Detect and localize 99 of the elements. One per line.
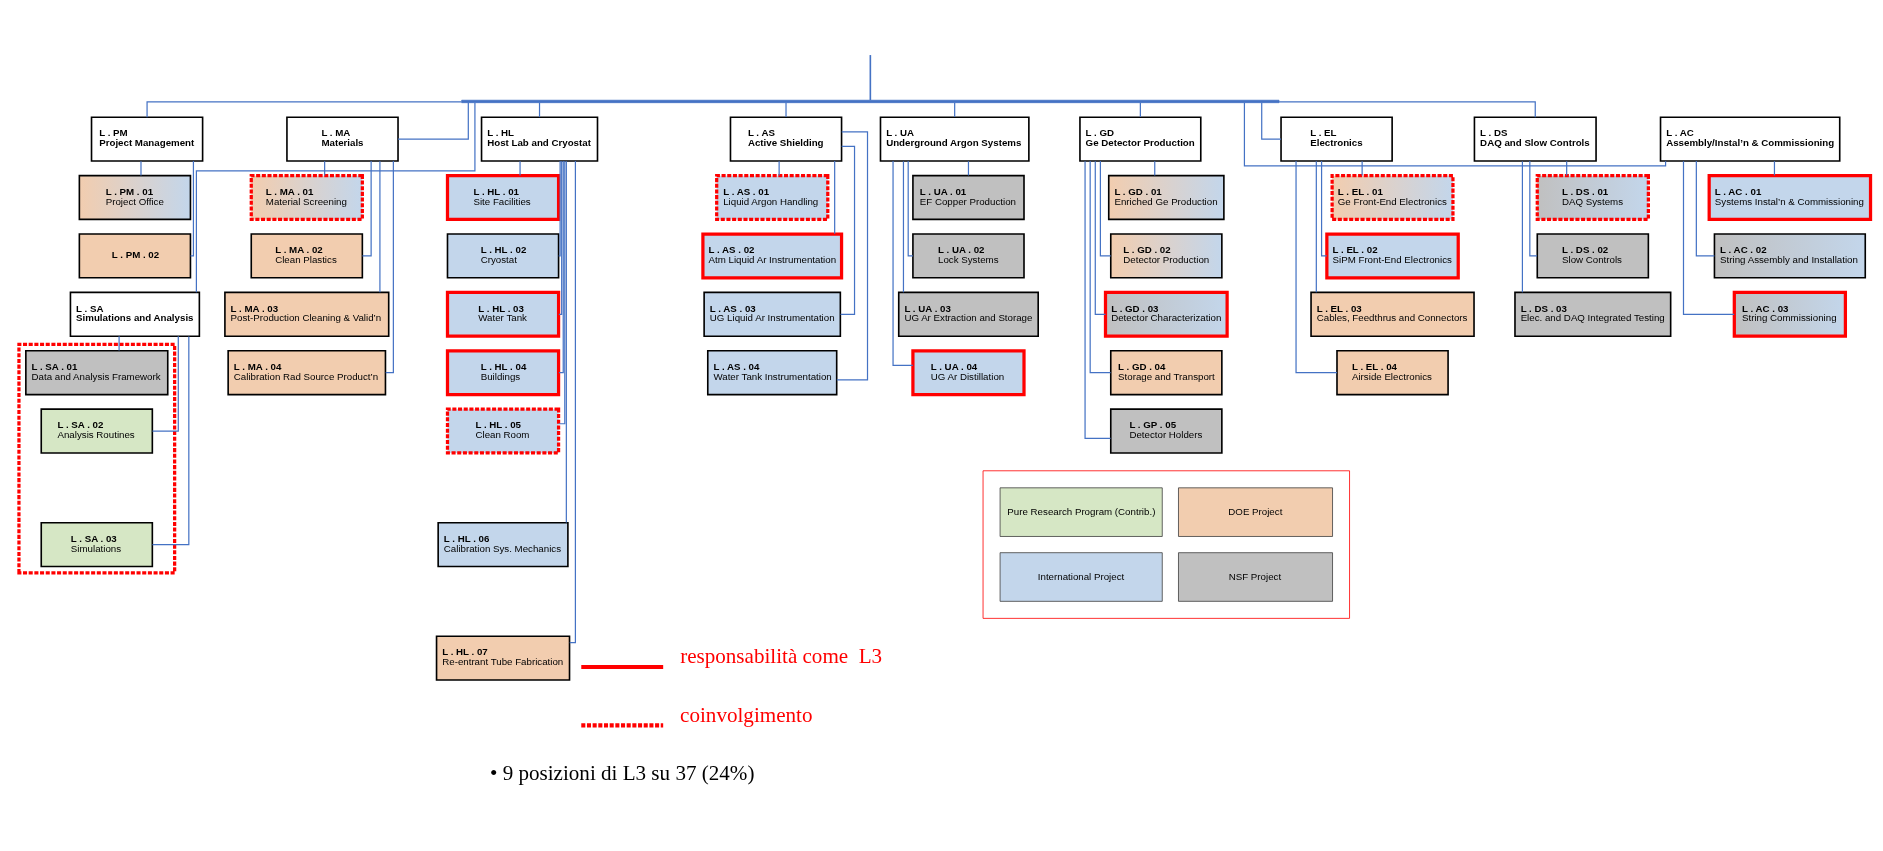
connector bbox=[558, 160, 566, 425]
connector bbox=[558, 160, 561, 257]
connector bbox=[1529, 160, 1538, 257]
connector bbox=[1089, 160, 1112, 374]
node-box: L . SA Simulations and Analysis bbox=[69, 291, 201, 337]
connector bbox=[361, 160, 372, 257]
connector bbox=[1521, 160, 1523, 293]
connector bbox=[1682, 160, 1735, 315]
connector bbox=[1695, 160, 1715, 257]
node-box: L . SA . 02 Analysis Routines bbox=[40, 408, 154, 454]
node-box: L . PM . 01 Project Office bbox=[78, 174, 192, 221]
node-box: L . DS . 03 Elec. and DAQ Integrated Testing bbox=[1514, 291, 1672, 337]
node-box: L . MA Materials bbox=[286, 116, 399, 162]
node-box: L . GD . 03 Detector Characterization bbox=[1103, 290, 1229, 338]
node-box: L . HL . 06 Calibration Sys. Mechanics bbox=[437, 521, 569, 568]
connector bbox=[397, 102, 469, 140]
node-box: L . AS . 02 Atm Liquid Ar Instrumentation bbox=[701, 232, 844, 280]
connector bbox=[558, 160, 563, 315]
connector bbox=[151, 335, 179, 432]
connector bbox=[385, 160, 394, 374]
node-box: L . UA . 04 UG Ar Distillation bbox=[911, 349, 1026, 397]
node-box: L . PM Project Management bbox=[90, 116, 204, 162]
node-box: L . GD . 04 Storage and Transport bbox=[1109, 350, 1223, 396]
node-box: L . MA . 03 Post-Production Cleaning & Valid’n bbox=[224, 291, 390, 337]
node-box: L . GP . 05 Detector Holders bbox=[1109, 408, 1223, 454]
node-box: L . HL . 04 Buildings bbox=[445, 349, 561, 397]
connector bbox=[379, 160, 381, 293]
connector bbox=[195, 102, 476, 293]
connector bbox=[902, 160, 905, 293]
node-box: L . MA . 04 Calibration Rad Source Product’n bbox=[227, 350, 387, 396]
connector bbox=[1295, 160, 1338, 374]
legend-label: NSF Project bbox=[1228, 570, 1282, 582]
node-box: L . SA . 01 Data and Analysis Framework bbox=[25, 350, 169, 396]
legend-label: coinvolgimento bbox=[680, 702, 813, 727]
node-box: L . DS DAQ and Slow Controls bbox=[1473, 116, 1597, 162]
legend-label: DOE Project bbox=[1228, 505, 1283, 517]
connector bbox=[519, 160, 521, 177]
node-box: L . AS . 01 Liquid Argon Handling bbox=[715, 174, 830, 222]
connector bbox=[785, 102, 787, 118]
connector bbox=[778, 160, 780, 177]
connector bbox=[1094, 160, 1107, 315]
connector bbox=[146, 101, 463, 118]
node-box: L . EL . 02 SiPM Front-End Electronics bbox=[1325, 232, 1460, 280]
connector bbox=[869, 54, 872, 101]
node-box: L . MA . 01 Material Screening bbox=[249, 174, 364, 222]
node-box: L . EL . 03 Cables, Feedthrus and Connectors bbox=[1310, 291, 1475, 337]
node-box: L . GD Ge Detector Production bbox=[1079, 116, 1202, 162]
node-box: L . AC Assembly/Instal’n & Commissioning bbox=[1659, 116, 1841, 162]
connector bbox=[151, 335, 190, 546]
connector bbox=[839, 145, 856, 315]
connector bbox=[1099, 160, 1112, 257]
connector bbox=[569, 160, 576, 644]
node-box: L . HL . 03 Water Tank bbox=[445, 290, 561, 338]
connector bbox=[1278, 101, 1536, 118]
connector bbox=[558, 160, 564, 374]
node-box: L . UA Underground Argon Systems bbox=[879, 116, 1030, 162]
connector bbox=[1243, 102, 1667, 167]
node-box: L . HL Host Lab and Cryostat bbox=[480, 116, 599, 162]
node-box: L . AS . 04 Water Tank Instrumentation bbox=[706, 350, 838, 396]
connector bbox=[1084, 160, 1112, 439]
connector bbox=[1321, 160, 1328, 257]
connector bbox=[1315, 160, 1317, 293]
node-box: L . PM . 02 bbox=[78, 233, 192, 279]
node-box: L . MA . 02 Clean Plastics bbox=[250, 233, 364, 279]
node-box: L . SA . 03 Simulations bbox=[40, 521, 154, 568]
node-box: L . HL . 01 Site Facilities bbox=[445, 174, 561, 222]
node-box: L . UA . 02 Lock Systems bbox=[912, 233, 1025, 279]
connector bbox=[836, 131, 869, 381]
node-box: L . DS . 02 Slow Controls bbox=[1536, 233, 1650, 279]
node-bar bbox=[461, 99, 1280, 104]
label: • 9 posizioni di L3 su 37 (24%) bbox=[490, 760, 755, 785]
node-box: L . HL . 07 Re-entrant Tube Fabrication bbox=[435, 635, 571, 681]
connector bbox=[565, 160, 567, 524]
connector bbox=[190, 160, 195, 257]
node-box: L . GD . 02 Detector Production bbox=[1109, 233, 1223, 279]
node-box: L . UA . 03 UG Ar Extraction and Storage bbox=[897, 291, 1039, 337]
connector bbox=[118, 335, 120, 352]
node-box: L . EL . 04 Airside Electronics bbox=[1336, 350, 1449, 396]
connector bbox=[907, 160, 914, 257]
connector bbox=[140, 160, 142, 177]
legend-label: Pure Research Program (Contrib.) bbox=[1007, 505, 1156, 517]
node-box: L . AC . 02 String Assembly and Installation bbox=[1713, 233, 1867, 279]
connector bbox=[1361, 160, 1363, 177]
node-box: L . EL Electronics bbox=[1280, 116, 1393, 162]
connector bbox=[834, 160, 836, 235]
node-box: L . HL . 02 Cryostat bbox=[446, 233, 560, 279]
node-box: L . GD . 01 Enriched Ge Production bbox=[1107, 174, 1225, 221]
node-box: L . AC . 03 String Commissioning bbox=[1732, 290, 1847, 338]
node-box: L . HL . 05 Clean Room bbox=[445, 407, 561, 455]
cluster bbox=[17, 342, 177, 575]
node-box: L . DS . 01 DAQ Systems bbox=[1535, 174, 1650, 222]
connector bbox=[1261, 102, 1282, 140]
node-box: L . UA . 01 EF Copper Production bbox=[912, 174, 1025, 221]
node-box: L . EL . 01 Ge Front-End Electronics bbox=[1330, 174, 1455, 222]
legend-label: International Project bbox=[1037, 570, 1125, 582]
node-box: L . AS Active Shielding bbox=[729, 116, 843, 162]
legend-label: responsabilità come L3 bbox=[680, 644, 883, 669]
node-box: L . AC . 01 Systems Instal’n & Commissioning bbox=[1707, 174, 1873, 222]
node-box: L . AS . 03 UG Liquid Ar Instrumentation bbox=[703, 291, 842, 337]
